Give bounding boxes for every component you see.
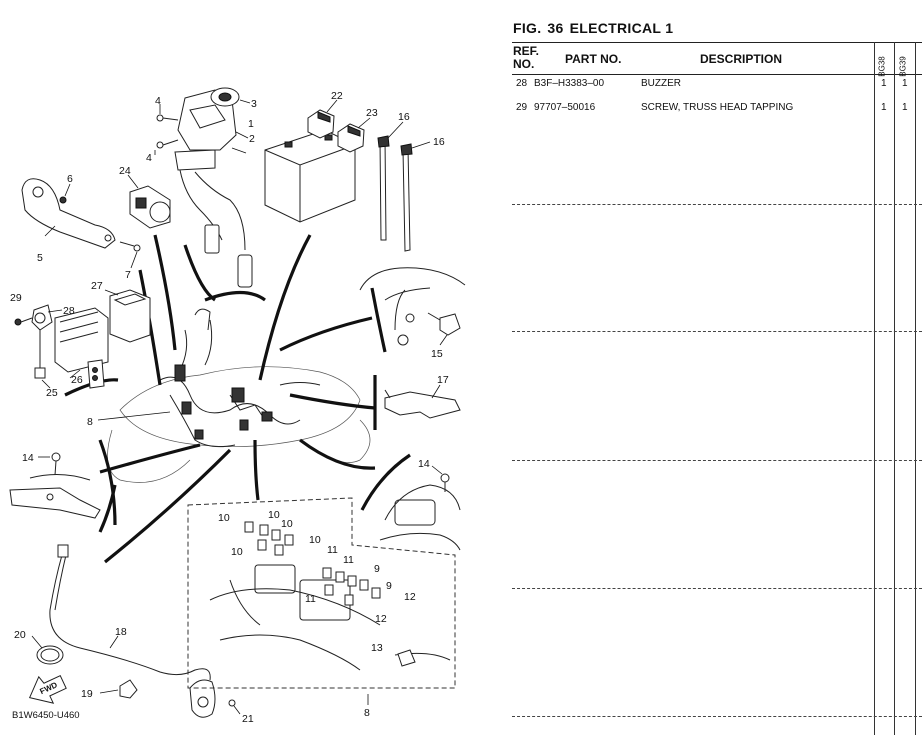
callout-14b: 14 <box>418 458 430 470</box>
callout-9b: 9 <box>386 580 392 592</box>
drawing-code: B1W6450-U460 <box>12 710 80 721</box>
group-connector-lines <box>64 234 376 564</box>
callout-6: 6 <box>67 173 73 185</box>
callout-29: 29 <box>10 292 22 304</box>
callout-13: 13 <box>371 642 383 654</box>
part-15-frame-area <box>359 267 466 353</box>
row-ref: 28 <box>516 78 528 89</box>
ecu-and-buzzer-group <box>14 289 151 389</box>
callout-14a: 14 <box>22 452 34 464</box>
header-bottom-rule <box>512 74 922 75</box>
part-14-right-detail <box>360 453 461 551</box>
callout-16a: 16 <box>398 111 410 123</box>
section-rule <box>512 460 922 461</box>
callout-10a: 10 <box>218 512 230 524</box>
callout-23: 23 <box>366 107 378 119</box>
cable-bands <box>377 121 431 252</box>
row-part-no: B3F–H3383–00 <box>534 78 605 89</box>
figure-label: FIG. <box>513 20 542 36</box>
callout-labels: 1 2 3 4 4 5 6 7 8 8 9 9 10 10 10 10 10 1… <box>10 90 449 725</box>
callout-7: 7 <box>125 269 131 281</box>
leader-8 <box>97 411 171 421</box>
callout-27: 27 <box>91 280 103 292</box>
callout-11c: 11 <box>305 593 316 605</box>
callout-3: 3 <box>251 98 257 110</box>
part-14-left-detail <box>9 439 117 526</box>
row-qty-bg38: 1 <box>881 102 887 113</box>
table-row: 29 97707–50016 SCREW, TRUSS HEAD TAPPING… <box>512 102 922 116</box>
fuse-row-upper <box>244 521 294 556</box>
callout-10b: 10 <box>268 509 280 521</box>
callout-18: 18 <box>115 626 127 638</box>
callout-15: 15 <box>431 348 443 360</box>
figure-title-text: ELECTRICAL 1 <box>569 20 674 36</box>
section-rule <box>512 588 922 589</box>
callout-9a: 9 <box>374 563 380 575</box>
callout-12a: 12 <box>404 591 416 603</box>
header-part-no: PART NO. <box>565 52 622 66</box>
callout-20: 20 <box>14 629 26 641</box>
harness-detail-box <box>187 497 456 705</box>
row-qty-bg39: 1 <box>902 102 908 113</box>
header-model-bg39: BG39 <box>898 56 908 77</box>
part-24-sensor <box>127 174 171 229</box>
row-qty-bg38: 1 <box>881 78 887 89</box>
callout-10d: 10 <box>309 534 321 546</box>
part-17-plate <box>373 375 461 430</box>
header-ref-no: REF. NO. <box>513 45 539 71</box>
callout-12b: 12 <box>375 613 387 625</box>
main-switch-assembly <box>154 87 253 288</box>
callout-5: 5 <box>37 252 43 264</box>
header-ref-line1: REF. <box>513 44 540 58</box>
exploded-parts-diagram: 1 2 3 4 4 5 6 7 8 8 9 9 10 10 10 10 10 1… <box>9 87 466 725</box>
callout-26: 26 <box>71 374 83 386</box>
row-description: BUZZER <box>641 78 681 89</box>
section-rule <box>512 716 922 717</box>
callout-2b: 2 <box>249 133 255 145</box>
callout-21: 21 <box>242 713 254 725</box>
callout-16b: 16 <box>433 136 445 148</box>
parts-table: REF. NO. PART NO. DESCRIPTION BG38 BG39 … <box>512 42 922 735</box>
callout-22: 22 <box>331 90 343 102</box>
column-divider-1 <box>874 42 875 735</box>
callout-11b: 11 <box>343 554 354 566</box>
section-rule <box>512 331 922 332</box>
callout-1: 1 <box>248 118 254 130</box>
row-ref: 29 <box>516 102 528 113</box>
callout-11a: 11 <box>327 544 338 556</box>
wire-harness-assembly <box>107 308 371 483</box>
table-row: 28 B3F–H3383–00 BUZZER 1 1 <box>512 78 922 92</box>
header-ref-line2: NO. <box>513 57 535 71</box>
figure-number: 36 <box>547 20 564 36</box>
row-description: SCREW, TRUSS HEAD TAPPING <box>641 102 794 113</box>
header-model-bg38: BG38 <box>877 56 887 77</box>
callout-17: 17 <box>437 374 449 386</box>
battery-and-relays <box>264 99 371 223</box>
callout-24: 24 <box>119 165 131 177</box>
callout-10e: 10 <box>231 546 243 558</box>
figure-title: FIG. 36 ELECTRICAL 1 <box>513 20 679 36</box>
callout-10c: 10 <box>281 518 293 530</box>
part-5-bracket <box>21 178 141 269</box>
callout-8a: 8 <box>87 416 93 428</box>
column-divider-2 <box>894 42 895 735</box>
callout-28: 28 <box>63 305 75 317</box>
callout-4a: 4 <box>155 95 161 107</box>
row-qty-bg39: 1 <box>902 78 908 89</box>
horn-lead-assembly <box>28 544 241 718</box>
callout-8b: 8 <box>364 707 370 719</box>
row-part-no: 97707–50016 <box>534 102 596 113</box>
callout-25: 25 <box>46 387 58 399</box>
fuse-row-lower <box>322 567 381 606</box>
callout-19: 19 <box>81 688 93 700</box>
callout-4b: 4 <box>146 152 152 164</box>
header-description: DESCRIPTION <box>700 52 783 66</box>
section-rule <box>512 204 922 205</box>
table-top-rule <box>512 42 922 43</box>
column-divider-3 <box>915 42 916 735</box>
